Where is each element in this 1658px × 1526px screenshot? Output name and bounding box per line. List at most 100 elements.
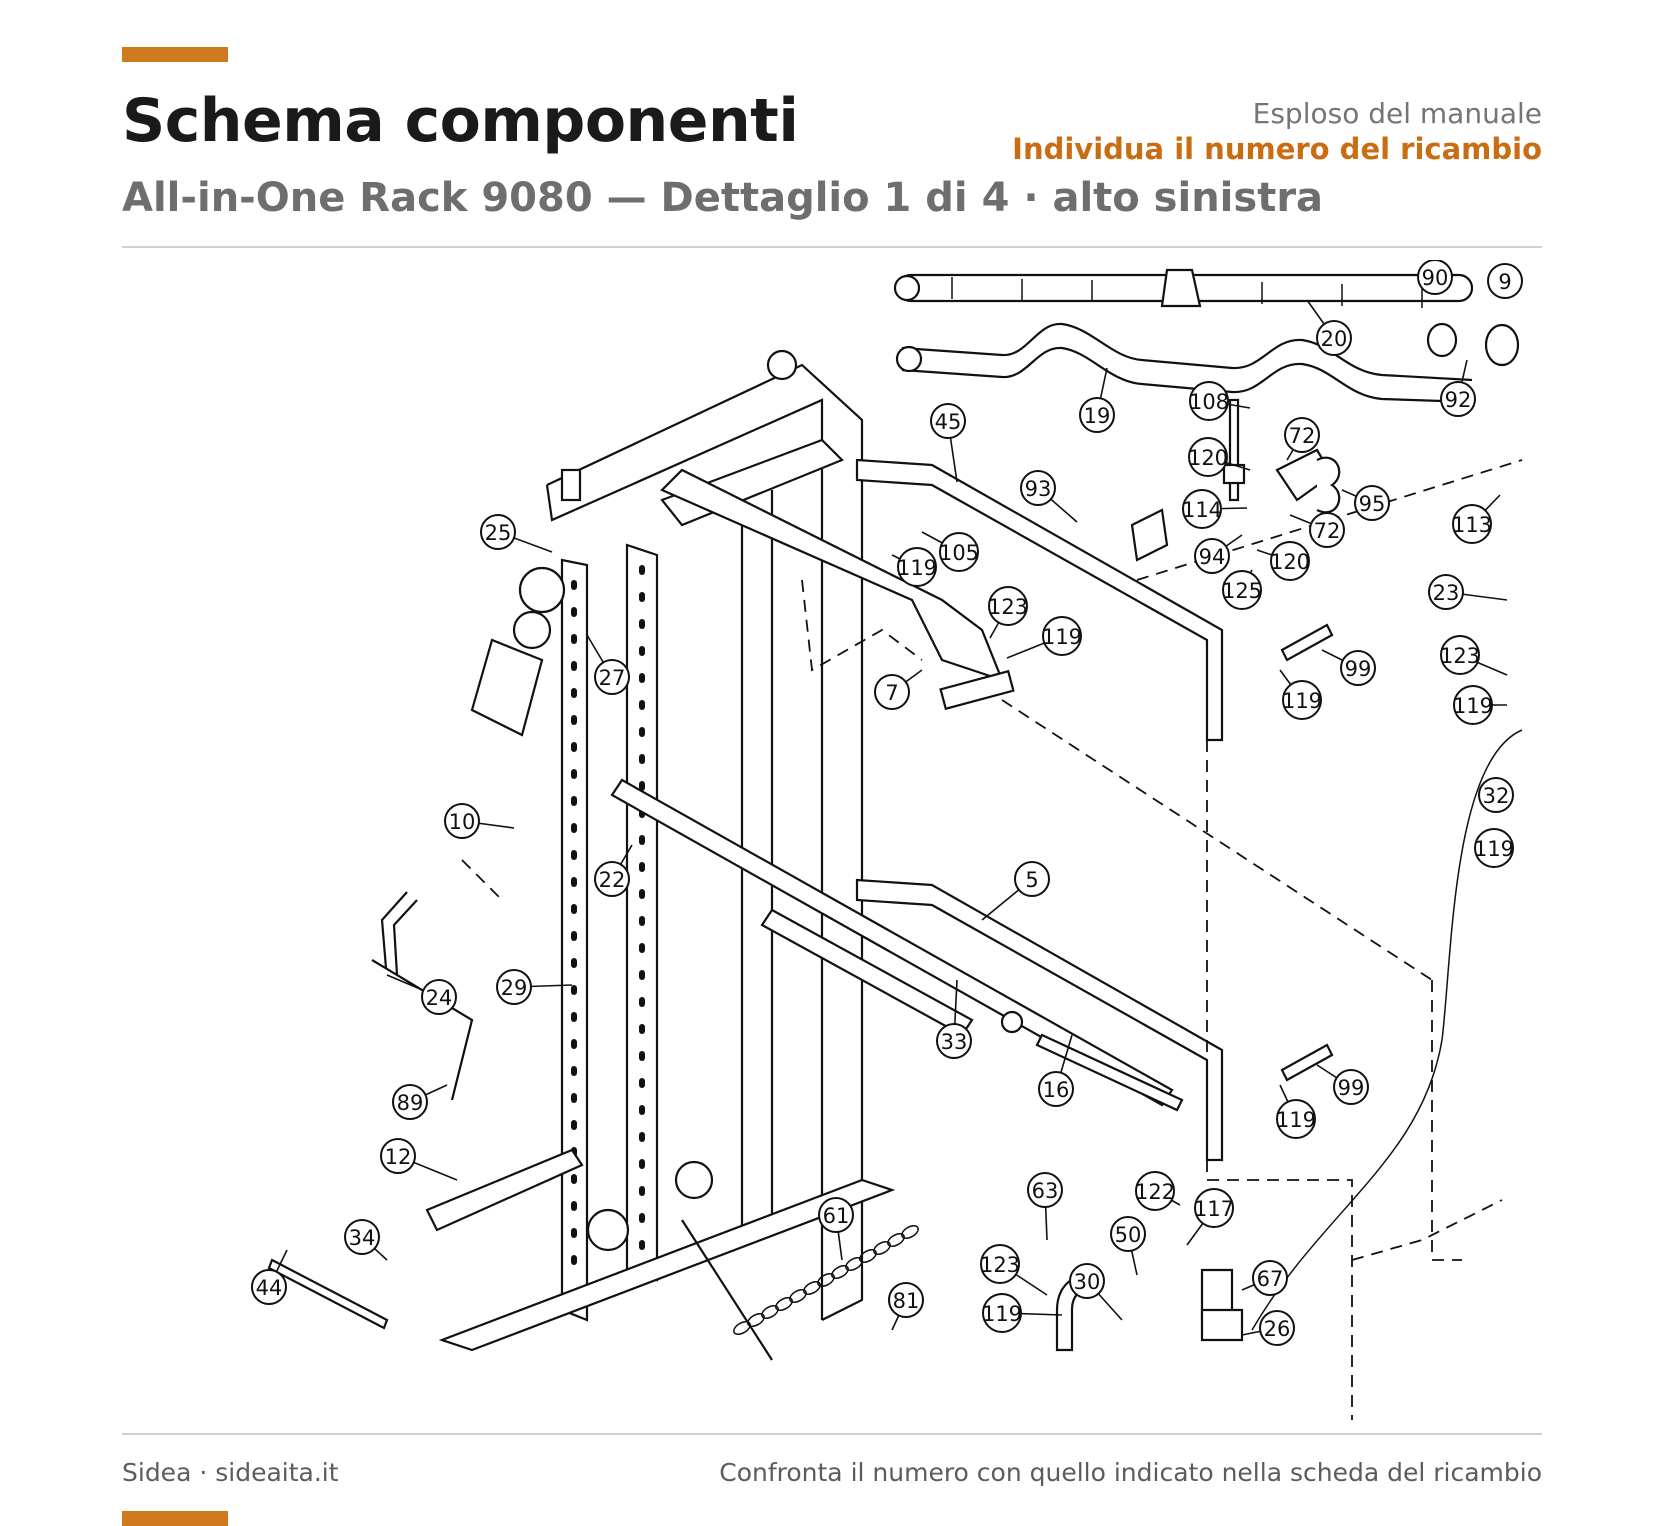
callout-circle [1284, 417, 1320, 453]
part-callout-c50: 50 [1110, 1216, 1146, 1276]
upright-hole [571, 1228, 577, 1238]
upright-hole [571, 769, 577, 779]
callout-circle [1027, 1172, 1063, 1208]
callout-number: 119 [1282, 689, 1322, 713]
part-callout-c26: 26 [1241, 1310, 1295, 1346]
upright-hole [639, 1240, 645, 1250]
callout-circle [982, 1293, 1022, 1333]
callout-number: 7 [885, 681, 898, 705]
page-subtitle: All-in-One Rack 9080 — Dettaglio 1 di 4 … [122, 175, 1324, 221]
upright-hole [571, 580, 577, 590]
part-callout-c105: 105 [921, 531, 979, 572]
upright-hole [571, 1201, 577, 1211]
upright-hole [639, 1186, 645, 1196]
callout-number: 34 [349, 1226, 376, 1250]
callout-circle [421, 979, 457, 1015]
accent-bar-top [122, 47, 228, 62]
part-callout-c81: 81 [888, 1282, 924, 1331]
header-divider [122, 246, 1542, 248]
chain-link [803, 1281, 821, 1295]
header-tag-top: Esploso del manuale [1252, 97, 1542, 130]
callout-circle [818, 1197, 854, 1233]
callout-number: 105 [939, 541, 979, 565]
part-callout-c120a: 120 [1188, 437, 1251, 477]
callout-circle [988, 586, 1028, 626]
upright-hole [571, 958, 577, 968]
callout-number: 30 [1074, 1270, 1101, 1294]
callout-number: 122 [1135, 1180, 1175, 1204]
upright-hole [571, 904, 577, 914]
upright-hole [571, 661, 577, 671]
callout-circle [480, 514, 516, 550]
part-callout-c20: 20 [1306, 299, 1352, 356]
part-callout-c93: 93 [1020, 470, 1078, 523]
part-callout-c7: 7 [874, 669, 923, 710]
footer-divider [122, 1433, 1542, 1435]
part-callout-c10: 10 [444, 803, 515, 839]
part-callout-c119c: 119 [1279, 669, 1322, 720]
callout-circle [1069, 1263, 1105, 1299]
part-callout-c99a: 99 [1321, 649, 1376, 686]
part-callout-c108: 108 [1189, 381, 1251, 421]
callout-circle [1354, 485, 1390, 521]
upright-hole [639, 700, 645, 710]
part-callout-c117: 117 [1186, 1188, 1234, 1246]
callout-number: 113 [1452, 513, 1492, 537]
chain-link [887, 1233, 905, 1247]
part-callout-c23: 23 [1428, 574, 1508, 610]
callout-circle [594, 659, 630, 695]
upright-hole [639, 835, 645, 845]
part-callout-c123b: 123 [1440, 635, 1508, 676]
header-tag-bottom: Individua il numero del ricambio [1012, 132, 1542, 166]
callout-circle [1478, 777, 1514, 813]
upright-hole [571, 931, 577, 941]
callout-number: 119 [1474, 837, 1514, 861]
chain-link [859, 1249, 877, 1263]
callout-number: 5 [1025, 868, 1038, 892]
callout-circle [1194, 538, 1230, 574]
part-callout-c119e: 119 [1474, 828, 1514, 868]
part-callout-c95: 95 [1341, 485, 1390, 521]
callout-number: 123 [988, 595, 1028, 619]
callout-number: 95 [1359, 492, 1386, 516]
upright-hole [639, 565, 645, 575]
footer-brand: Sidea · sideaita.it [122, 1458, 339, 1487]
callout-number: 108 [1189, 390, 1229, 414]
part-callout-c30: 30 [1069, 1263, 1123, 1321]
upright-hole [571, 850, 577, 860]
callout-number: 117 [1194, 1197, 1234, 1221]
upright-hole [639, 1105, 645, 1115]
upright-hole [639, 646, 645, 656]
upright-hole [639, 943, 645, 953]
callout-circle [1282, 680, 1322, 720]
upright-hole [639, 862, 645, 872]
callout-circle [344, 1219, 380, 1255]
callout-circle [1110, 1216, 1146, 1252]
olympic-bar-part [610, 778, 1174, 1107]
callout-circle [1222, 570, 1262, 610]
upright-hole [639, 1078, 645, 1088]
callout-circle [1452, 504, 1492, 544]
part-callout-c24: 24 [386, 974, 457, 1015]
upright-hole [639, 673, 645, 683]
part-callout-c125: 125 [1222, 569, 1262, 610]
callout-number: 19 [1084, 404, 1111, 428]
upright-hole [571, 877, 577, 887]
part-callout-c12: 12 [380, 1138, 458, 1181]
upright-hole [639, 754, 645, 764]
part-callout-c123a: 123 [988, 586, 1028, 639]
callout-circle [936, 1023, 972, 1059]
part-callout-c45: 45 [930, 403, 966, 483]
part-callout-c119b: 119 [1006, 616, 1082, 659]
upright-hole [639, 781, 645, 791]
upright-hole [639, 916, 645, 926]
part-callout-c32: 32 [1478, 777, 1514, 813]
upright-hole [571, 1066, 577, 1076]
callout-number: 120 [1188, 446, 1228, 470]
part-callout-c67: 67 [1241, 1260, 1288, 1296]
callout-number: 25 [485, 521, 512, 545]
callout-number: 119 [1042, 625, 1082, 649]
part-callout-c94: 94 [1194, 534, 1243, 574]
rack-frame-drawing [267, 268, 1523, 1420]
upright-hole [571, 796, 577, 806]
